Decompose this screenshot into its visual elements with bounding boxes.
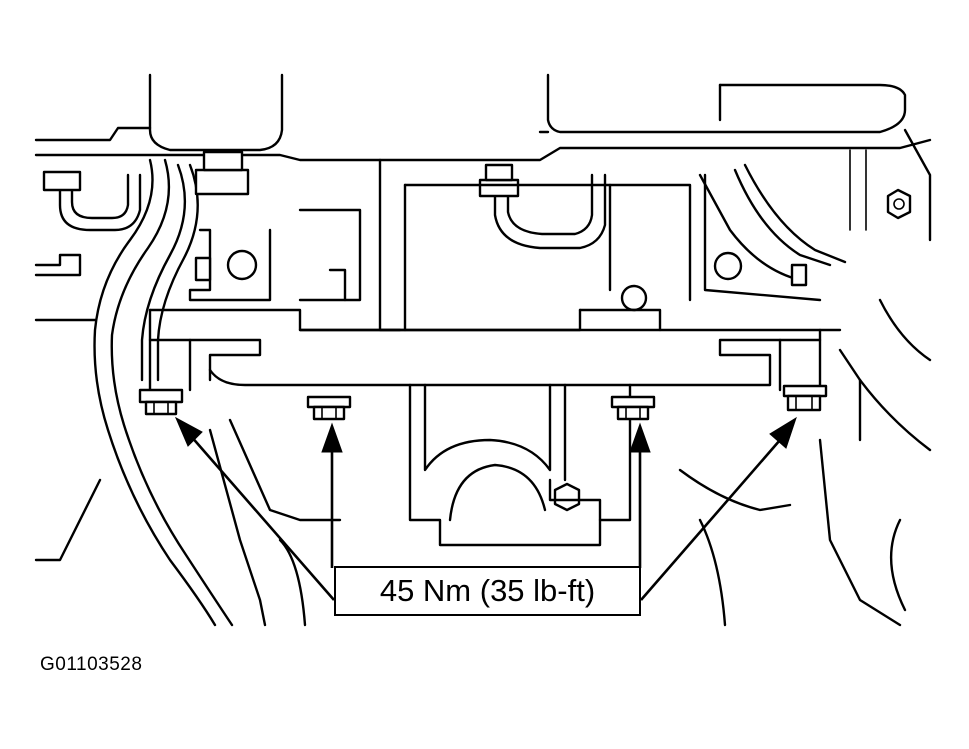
arrow-head-3 [629, 422, 651, 453]
mounting-bolt-4 [782, 384, 828, 412]
mounting-bolt-3 [610, 395, 656, 421]
arrow-head-1 [174, 416, 203, 447]
crossmember [148, 308, 842, 547]
arrow-shaft-1 [189, 434, 335, 601]
arrow-head-4 [769, 416, 797, 449]
upper-structure [34, 73, 932, 242]
arrow-shaft-4 [640, 439, 781, 601]
torque-leader-arrows [174, 416, 797, 601]
mid-structure [34, 158, 822, 332]
mounting-bolt-2 [306, 395, 352, 421]
torque-spec-label: 45 Nm (35 lb-ft) [334, 566, 641, 616]
figure-id: G01103528 [40, 654, 143, 675]
mounting-bolt-1 [138, 388, 184, 416]
arrow-head-2 [321, 422, 343, 453]
lower-structure [34, 298, 932, 627]
